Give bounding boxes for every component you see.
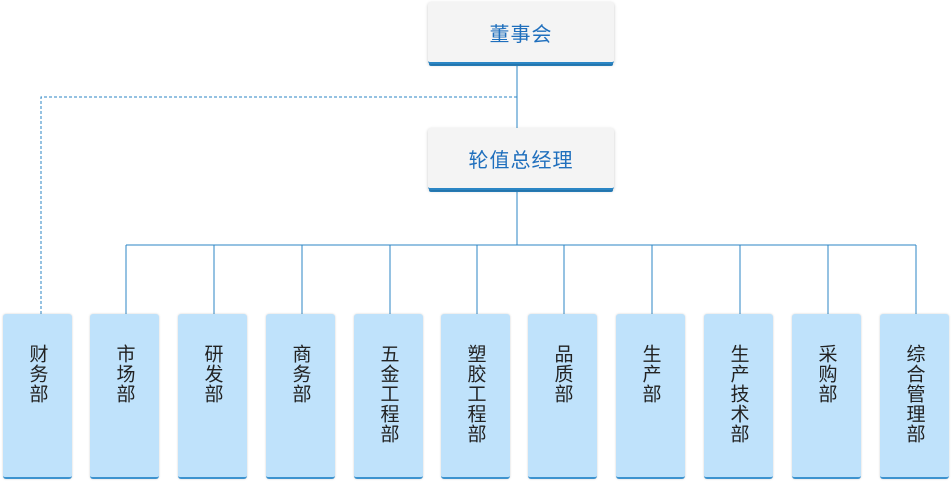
department-label: 五金工程部	[377, 344, 400, 444]
department-node: 商务部	[266, 314, 335, 479]
department-node: 生产部	[616, 314, 685, 479]
department-label: 综合管理部	[903, 344, 926, 444]
department-label: 商务部	[289, 344, 312, 404]
department-node: 综合管理部	[880, 314, 949, 479]
department-label: 采购部	[815, 344, 838, 404]
board-node: 董事会	[428, 2, 614, 64]
department-label: 塑胶工程部	[464, 344, 487, 444]
department-node: 市场部	[90, 314, 159, 479]
department-label: 生产部	[639, 344, 662, 404]
department-node: 五金工程部	[354, 314, 423, 479]
ceo-label: 轮值总经理	[468, 147, 574, 172]
department-node: 品质部	[528, 314, 597, 479]
department-node: 生产技术部	[704, 314, 773, 479]
department-label: 品质部	[551, 344, 574, 404]
department-label: 财务部	[26, 344, 49, 404]
department-label: 生产技术部	[727, 344, 750, 444]
department-label: 市场部	[113, 344, 136, 404]
board-label: 董事会	[489, 21, 553, 46]
dashed-connector-finance	[40, 96, 517, 314]
ceo-node: 轮值总经理	[428, 128, 614, 190]
department-node: 财务部	[3, 314, 72, 479]
department-node: 塑胶工程部	[441, 314, 510, 479]
department-label: 研发部	[201, 344, 224, 404]
department-node: 研发部	[178, 314, 247, 479]
department-node: 采购部	[792, 314, 861, 479]
